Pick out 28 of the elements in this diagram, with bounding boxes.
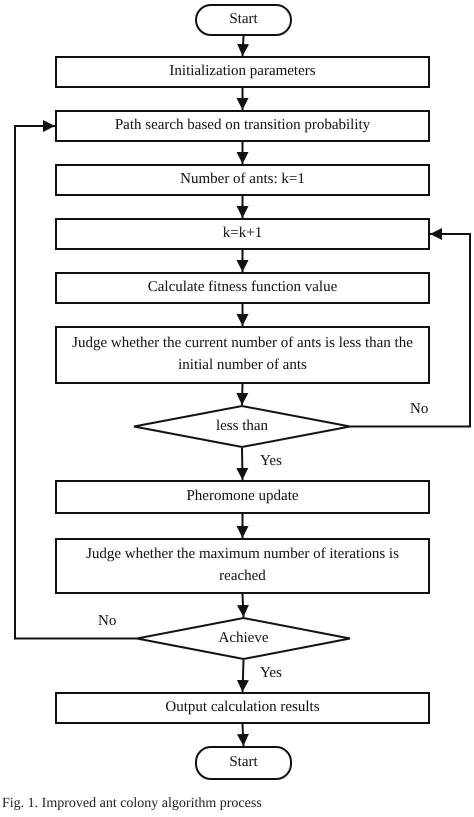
process-box: Initialization parameters	[55, 56, 430, 88]
arrow	[236, 88, 248, 110]
arrow	[236, 250, 248, 272]
decision-diamond: less than	[134, 405, 350, 448]
process-box: Calculate fitness function value	[55, 272, 430, 304]
terminal-box: Start	[195, 4, 292, 36]
process-box: Number of ants: k=1	[55, 164, 430, 196]
arrow	[236, 594, 249, 618]
arrow	[236, 660, 249, 692]
arrow	[237, 36, 250, 56]
arrow	[236, 142, 248, 164]
process-box: Judge whether the current number of ants is less than the initial number of ants	[55, 326, 430, 384]
arrow	[236, 448, 248, 480]
decision-diamond: Achieve	[137, 617, 350, 660]
arrow	[236, 304, 248, 326]
process-box: Pheromone update	[55, 480, 430, 514]
process-box: Judge whether the maximum number of iterations is reached	[55, 538, 430, 594]
arrow	[14, 120, 137, 640]
arrow	[236, 514, 248, 538]
terminal-box: Start	[195, 746, 292, 780]
process-box: Output calculation results	[55, 692, 430, 724]
arrow	[350, 228, 471, 428]
arrow	[236, 196, 248, 218]
process-box: k=k+1	[55, 218, 430, 250]
process-box: Path search based on transition probability	[55, 110, 430, 142]
arrow	[236, 724, 249, 746]
caption: Fig. 1. Improved ant colony algorithm process	[2, 796, 262, 812]
arrow	[236, 384, 248, 406]
